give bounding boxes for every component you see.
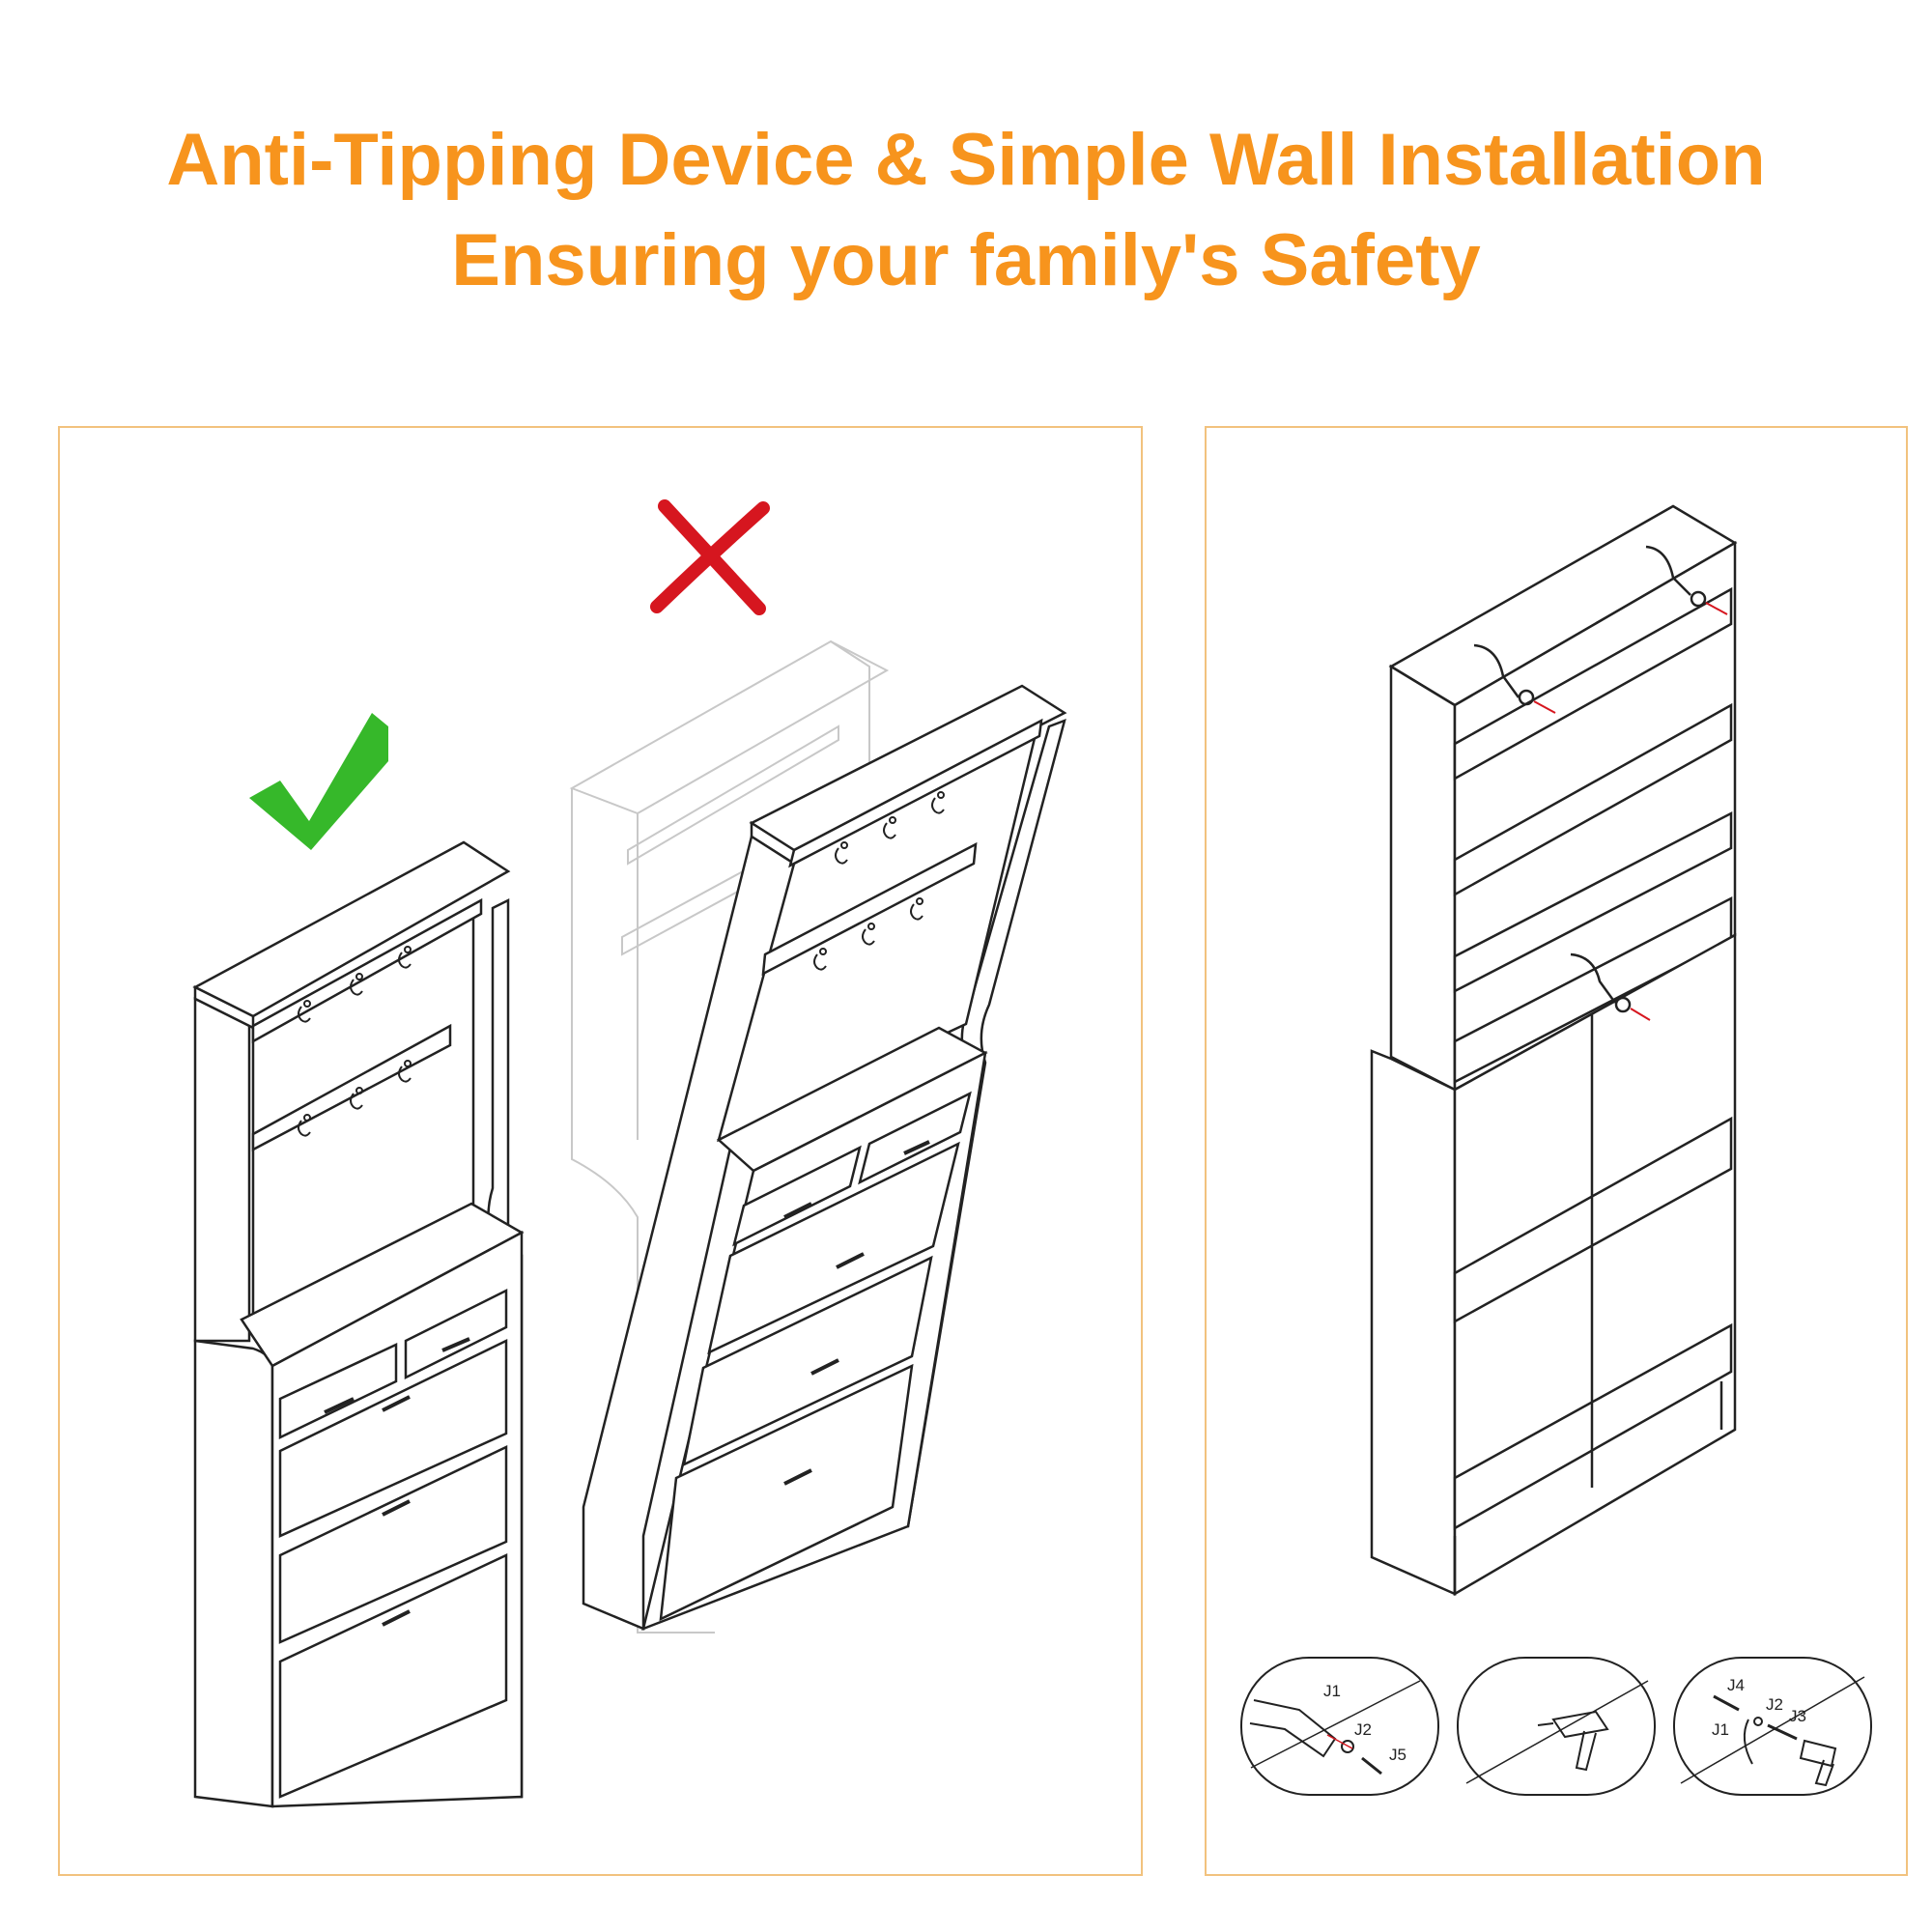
detail-view-2	[1457, 1657, 1656, 1796]
anchor-screws	[1533, 602, 1728, 1021]
installation-panel	[1205, 426, 1908, 1876]
label-j2: J2	[1766, 1695, 1783, 1714]
check-mark-icon	[249, 713, 388, 850]
comparison-panel	[58, 426, 1143, 1876]
headline-line-1: Anti-Tipping Device & Simple Wall Instal…	[166, 119, 1766, 201]
tipping-cabinet	[582, 684, 1067, 1632]
upright-handles	[324, 1337, 470, 1627]
tipping-handles	[783, 1140, 930, 1486]
upright-cabinet	[192, 840, 525, 1808]
detail-view-3: J4 J2 J3 J1	[1673, 1657, 1872, 1796]
label-j4: J4	[1727, 1676, 1745, 1694]
label-j3: J3	[1789, 1707, 1806, 1725]
label-j2: J2	[1354, 1720, 1372, 1739]
label-j1: J1	[1323, 1682, 1341, 1700]
detail-view-1: J1 J2 J5	[1240, 1657, 1439, 1796]
x-mark-icon	[650, 499, 770, 615]
back-view-cabinet	[1370, 504, 1738, 1597]
label-j1: J1	[1712, 1720, 1729, 1739]
headline-line-2: Ensuring your family's Safety	[451, 219, 1481, 301]
label-j5: J5	[1389, 1746, 1406, 1764]
drill-icon	[1537, 1710, 1609, 1772]
drill-icon	[1799, 1739, 1837, 1787]
wall-brackets	[1473, 545, 1707, 1013]
